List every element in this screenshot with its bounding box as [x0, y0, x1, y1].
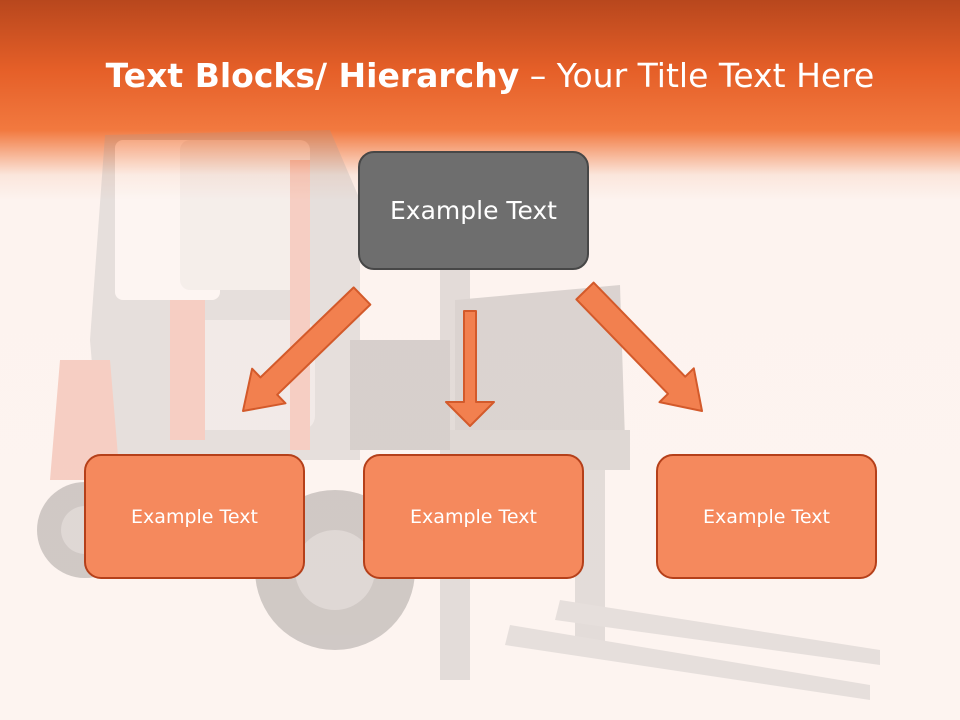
- arrow-to-child-2: [445, 310, 495, 427]
- child-block-3: Example Text: [656, 454, 877, 579]
- top-level-block: Example Text: [358, 151, 589, 270]
- child-text-1: Example Text: [131, 505, 258, 528]
- child-block-2: Example Text: [363, 454, 584, 579]
- arrow-to-child-3: [575, 281, 703, 412]
- title-bold-part: Text Blocks/ Hierarchy: [105, 56, 520, 95]
- child-block-1: Example Text: [84, 454, 305, 579]
- title-rest-part: – Your Title Text Here: [519, 56, 875, 95]
- child-text-3: Example Text: [703, 505, 830, 528]
- slide-title: Text Blocks/ Hierarchy – Your Title Text…: [0, 52, 960, 100]
- top-level-text: Example Text: [390, 196, 557, 225]
- child-text-2: Example Text: [410, 505, 537, 528]
- arrow-to-child-1: [242, 286, 372, 412]
